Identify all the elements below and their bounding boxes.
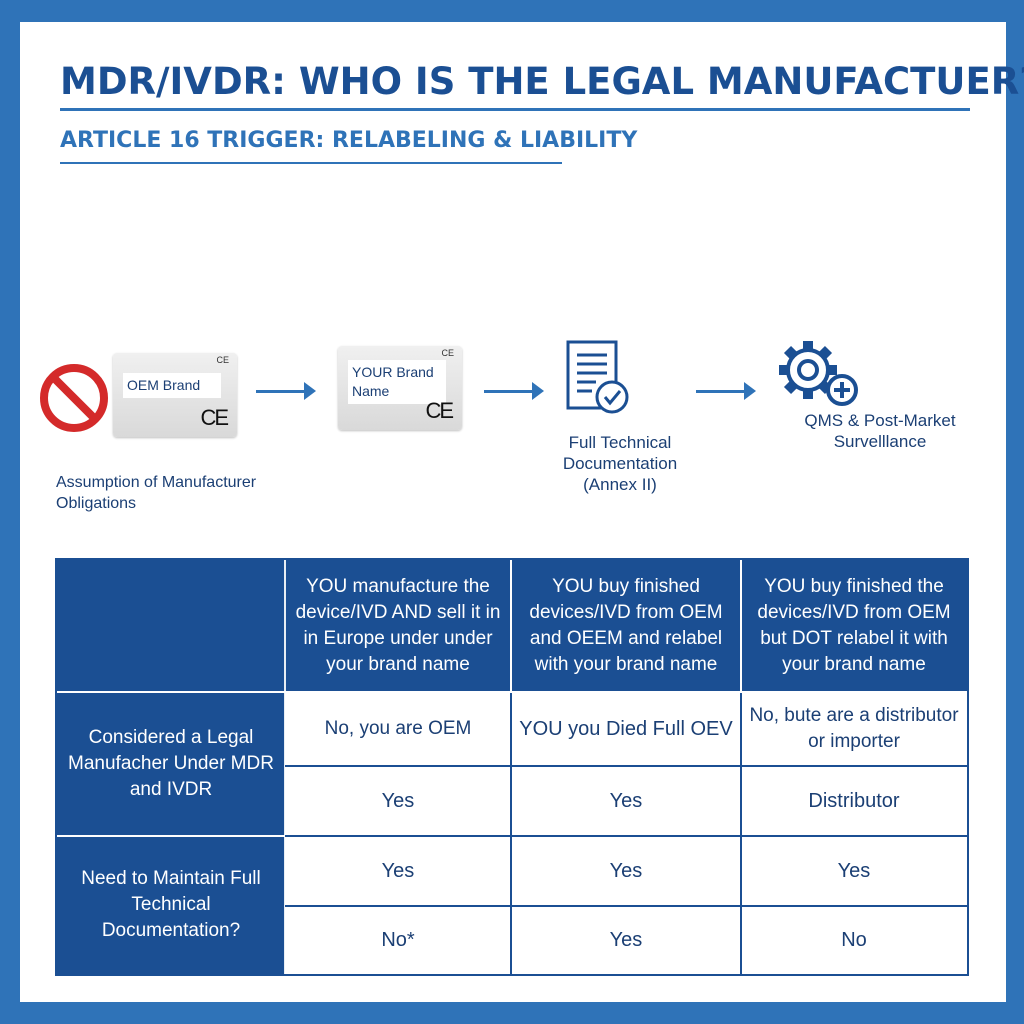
page-title: MDR/IVDR: WHO IS THE LEGAL MANUFACTUER? <box>60 60 1024 103</box>
oem-brand-box: CE OEM Brand CE <box>113 353 237 437</box>
table-cell: No, bute are a distributor or importer <box>741 692 967 766</box>
ce-mark: CE <box>425 398 454 423</box>
table-divider <box>285 905 967 907</box>
table-divider <box>57 691 967 693</box>
subtitle-underline <box>60 162 562 164</box>
table-cell: Distributor <box>741 766 967 836</box>
table-divider <box>510 560 512 692</box>
no-entry-icon <box>40 364 108 432</box>
oem-brand-label: OEM Brand <box>123 373 221 398</box>
flow-arrow <box>696 382 756 400</box>
ce-mark: CE <box>200 405 229 430</box>
gear-plus-icon <box>779 341 858 406</box>
your-brand-label: YOUR Brand Name <box>348 360 446 404</box>
document-check-icon <box>566 340 629 414</box>
table-divider <box>510 560 512 974</box>
flow-arrow <box>256 382 316 400</box>
tech-doc-caption: Full Technical Documentation (Annex II) <box>562 433 678 494</box>
table-cell: No, you are OEM <box>285 692 511 766</box>
table-divider <box>57 835 285 837</box>
table-divider <box>740 560 742 692</box>
table-cell: Yes <box>511 766 741 836</box>
table-cell: Yes <box>285 836 511 906</box>
table-divider <box>285 765 967 767</box>
table-divider <box>740 560 742 974</box>
title-underline <box>60 108 970 111</box>
your-brand-box: CE YOUR Brand Name CE <box>338 346 462 430</box>
row-label-technical-documentation: Need to Maintain Full Technical Document… <box>57 836 285 974</box>
table-header-no-relabel: YOU buy finished the devices/IVD from OE… <box>741 560 967 692</box>
ce-small-mark: CE <box>216 355 229 365</box>
table-header-relabel: YOU buy finished devices/IVD from OEM an… <box>511 560 741 692</box>
table-cell: Yes <box>511 906 741 974</box>
table-cell: YOU you Died Full OEV <box>511 692 741 766</box>
flow-arrow <box>484 382 544 400</box>
table-cell: Yes <box>285 766 511 836</box>
table-cell: No* <box>285 906 511 974</box>
table-cell: No <box>741 906 967 974</box>
ce-small-mark: CE <box>441 348 454 358</box>
page-subtitle: ARTICLE 16 TRIGGER: RELABELING & LIABILI… <box>60 128 638 153</box>
assumption-caption: Assumption of Manufacturer Obligations <box>56 474 257 512</box>
table-cell: Yes <box>741 836 967 906</box>
table-divider <box>284 560 286 974</box>
table-cell: Yes <box>511 836 741 906</box>
row-label-legal-manufacturer: Considered a Legal Manufacher Under MDR … <box>57 692 285 836</box>
table-divider <box>57 835 967 837</box>
table-header-empty <box>57 560 285 692</box>
table-header-manufacture: YOU manufacture the device/IVD AND sell … <box>285 560 511 692</box>
infographic-page: MDR/IVDR: WHO IS THE LEGAL MANUFACTUER? … <box>20 22 1024 1002</box>
comparison-table: YOU manufacture the device/IVD AND sell … <box>55 558 969 976</box>
qms-caption: QMS & Post-Market Survelllance <box>804 411 956 451</box>
